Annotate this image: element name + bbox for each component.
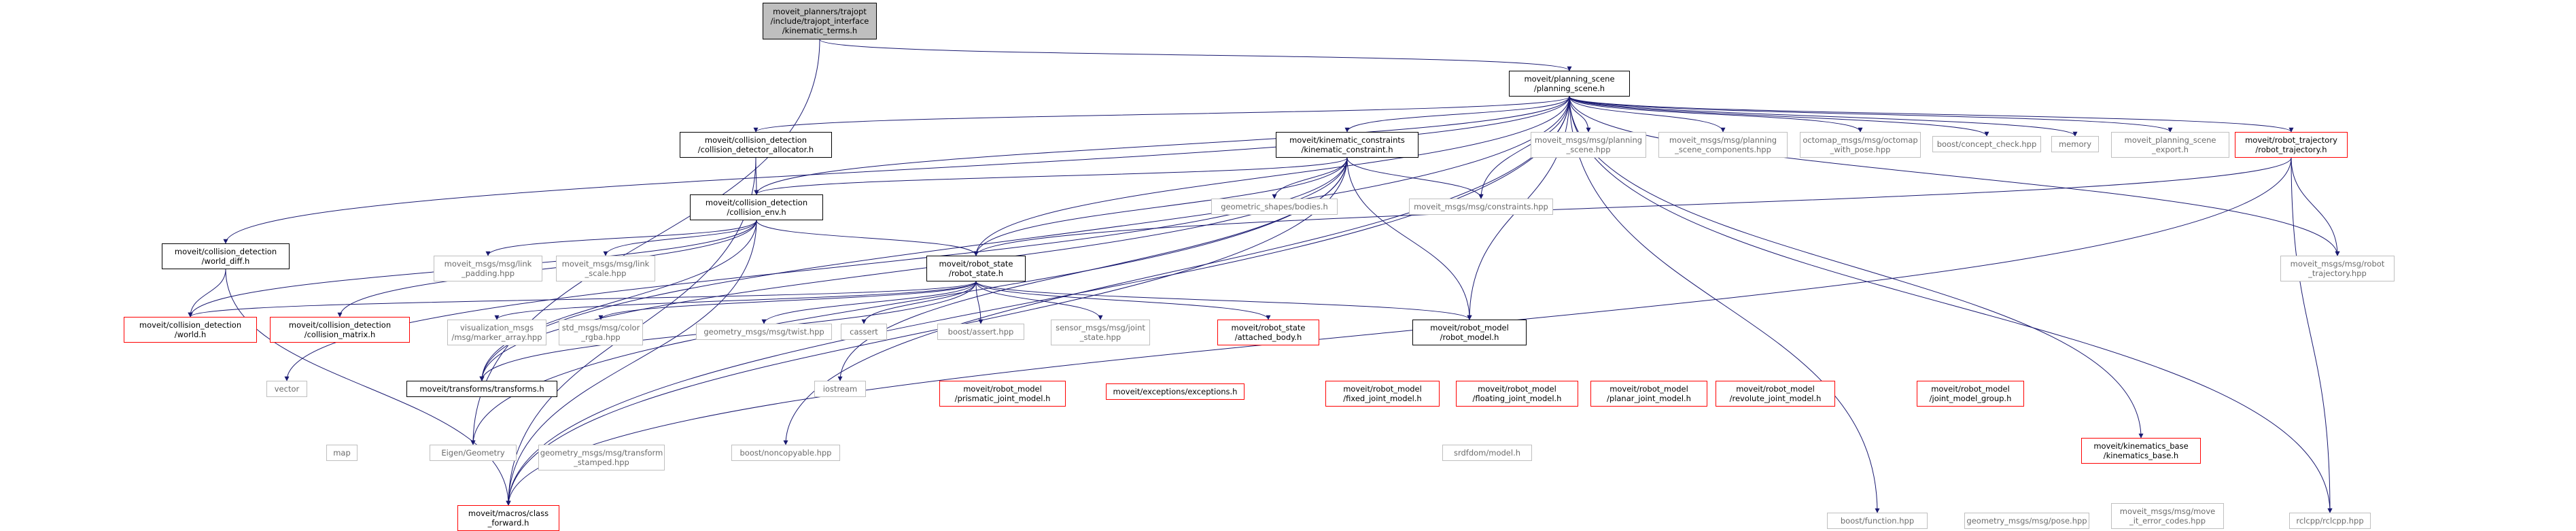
edge-robot-state-to-boost-assert [975, 281, 984, 324]
node-joint-state[interactable]: sensor_msgs/msg/joint _state.hpp [1051, 320, 1150, 345]
node-memory[interactable]: memory [2051, 136, 2099, 152]
node-constraints-hpp[interactable]: moveit_msgs/msg/constraints.hpp [1409, 199, 1553, 215]
edge-planning-scene-to-world-diff [223, 96, 1570, 244]
node-transform-stamped[interactable]: geometry_msgs/msg/transform _stamped.hpp [538, 445, 665, 470]
edge-robot-state-to-joint-state [975, 281, 1103, 320]
node-kinematics-base[interactable]: moveit/kinematics_base /kinematics_base.… [2081, 438, 2201, 464]
node-planning-scene-components[interactable]: moveit_msgs/msg/planning _scene_componen… [1658, 132, 1788, 158]
node-ps-export[interactable]: moveit_planning_scene _export.h [2111, 132, 2229, 158]
edge-collision-env-to-transforms [479, 220, 757, 381]
edge-robot-state-to-attached-body [975, 281, 1271, 320]
node-prismatic[interactable]: moveit/robot_model /prismatic_joint_mode… [939, 381, 1066, 407]
node-cassert[interactable]: cassert [841, 324, 887, 340]
edge-planning-scene-to-constraints-hpp [1478, 96, 1570, 199]
node-planning-scene-hpp[interactable]: moveit_msgs/msg/planning _scene.hpp [1531, 132, 1646, 158]
edge-robot-state-to-world [188, 281, 977, 318]
edge-robot-state-to-color-rgba [598, 281, 977, 320]
edge-collision-env-to-link-padding [485, 220, 757, 256]
node-map[interactable]: map [326, 445, 358, 461]
edge-robot-state-to-robot-model [975, 281, 1472, 320]
edge-collision-env-to-class-forward [506, 220, 757, 506]
edge-robot-state-to-twist [761, 281, 977, 324]
node-link-scale[interactable]: moveit_msgs/msg/link _scale.hpp [556, 256, 655, 281]
edge-planning-scene-to-concept-check [1569, 96, 1989, 137]
edge-planning-scene-to-robot-trajectory-hpp [1569, 96, 2340, 256]
node-marker-array[interactable]: visualization_msgs /msg/marker_array.hpp [447, 320, 546, 345]
edge-planning-scene-to-robot-state [973, 96, 1570, 256]
edge-planning-scene-to-octomap-with-pose [1569, 96, 1863, 133]
node-robot-model[interactable]: moveit/robot_model /robot_model.h [1412, 320, 1527, 345]
node-iostream[interactable]: iostream [814, 381, 866, 397]
node-pose[interactable]: geometry_msgs/msg/pose.hpp [1964, 513, 2089, 529]
edge-planning-scene-to-memory [1569, 96, 2078, 137]
edge-planning-scene-to-robot-trajectory [1569, 96, 2294, 133]
edge-planning-scene-to-noncopyable [783, 96, 1570, 445]
edge-planning-scene-to-ps-export [1569, 96, 2173, 133]
edge-kinematic-constraint-to-class-forward [506, 157, 1348, 506]
edge-collision-env-to-collision-matrix [337, 220, 757, 318]
edge-kinematic-constraint-to-bodies [1272, 157, 1348, 199]
node-cd-allocator[interactable]: moveit/collision_detection /collision_de… [680, 132, 832, 158]
edge-planning-scene-to-cd-allocator [753, 96, 1570, 133]
edge-world-diff-to-class-forward [225, 269, 511, 506]
node-world-diff[interactable]: moveit/collision_detection /world_diff.h [162, 243, 290, 269]
edge-kinematic-constraint-to-collision-env [754, 157, 1348, 195]
edge-planning-scene-to-kinematic-constraint [1344, 96, 1570, 133]
edge-robot-trajectory-to-rclcpp [2291, 157, 2333, 513]
node-kinematic-terms[interactable]: moveit_planners/trajopt /include/trajopt… [763, 3, 877, 39]
edge-planning-scene-to-boost-function [1569, 96, 1880, 513]
edge-kinematic-terms-to-planning-scene [819, 39, 1572, 71]
node-exceptions[interactable]: moveit/exceptions/exceptions.h [1106, 383, 1245, 400]
node-concept-check[interactable]: boost/concept_check.hpp [1932, 136, 2041, 152]
node-collision-matrix[interactable]: moveit/collision_detection /collision_ma… [270, 317, 410, 343]
node-boost-function[interactable]: boost/function.hpp [1827, 513, 1928, 529]
node-robot-trajectory-hpp[interactable]: moveit_msgs/msg/robot _trajectory.hpp [2280, 256, 2395, 281]
edge-kinematic-constraint-to-constraints-hpp [1346, 157, 1484, 199]
edge-robot-trajectory-to-robot-state [973, 157, 2292, 256]
node-collision-env[interactable]: moveit/collision_detection /collision_en… [690, 194, 823, 220]
edge-robot-state-to-cassert [861, 281, 977, 324]
node-planning-scene[interactable]: moveit/planning_scene /planning_scene.h [1509, 71, 1630, 97]
edge-kinematic-constraint-to-robot-state [973, 157, 1348, 256]
edge-planning-scene-to-planning-scene-components [1569, 96, 1726, 133]
node-robot-state[interactable]: moveit/robot_state /robot_state.h [926, 256, 1026, 281]
edge-kinematic-constraint-to-robot-model [1346, 157, 1472, 320]
node-attached-body[interactable]: moveit/robot_state /attached_body.h [1217, 320, 1319, 345]
edge-planning-scene-to-kinematics-base [1569, 96, 2144, 439]
node-twist[interactable]: geometry_msgs/msg/twist.hpp [696, 324, 832, 340]
node-boost-assert[interactable]: boost/assert.hpp [937, 324, 1024, 340]
node-eigen[interactable]: Eigen/Geometry [430, 445, 517, 461]
node-world[interactable]: moveit/collision_detection /world.h [124, 317, 257, 343]
node-rclcpp[interactable]: rclcpp/rclcpp.hpp [2289, 513, 2371, 529]
edge-planning-scene-to-transforms [479, 96, 1570, 381]
node-floating[interactable]: moveit/robot_model /floating_joint_model… [1456, 381, 1578, 407]
node-class-forward[interactable]: moveit/macros/class _forward.h [457, 505, 559, 531]
edge-world-diff-to-world [188, 269, 226, 318]
node-robot-trajectory[interactable]: moveit/robot_trajectory /robot_trajector… [2235, 132, 2348, 158]
node-srdf-model[interactable]: srdfdom/model.h [1442, 445, 1532, 461]
node-link-padding[interactable]: moveit_msgs/msg/link _padding.hpp [434, 256, 542, 281]
node-fixed[interactable]: moveit/robot_model /fixed_joint_model.h [1325, 381, 1440, 407]
node-transforms[interactable]: moveit/transforms/transforms.h [406, 381, 557, 397]
edge-planning-scene-to-rclcpp [1569, 96, 2333, 513]
node-vector[interactable]: vector [266, 381, 307, 397]
edge-collision-env-to-link-scale [603, 220, 757, 256]
edge-robot-trajectory-to-class-forward [506, 157, 2292, 506]
node-noncopyable[interactable]: boost/noncopyable.hpp [731, 445, 840, 461]
node-error-codes[interactable]: moveit_msgs/msg/move _it_error_codes.hpp [2111, 503, 2224, 529]
node-revolute[interactable]: moveit/robot_model /revolute_joint_model… [1716, 381, 1835, 407]
edge-planning-scene-to-collision-env [754, 96, 1570, 195]
node-color-rgba[interactable]: std_msgs/msg/color _rgba.hpp [559, 320, 643, 345]
node-joint-model-group[interactable]: moveit/robot_model /joint_model_group.h [1917, 381, 2024, 407]
node-bodies[interactable]: geometric_shapes/bodies.h [1211, 199, 1338, 215]
edge-robot-state-to-marker-array [494, 281, 977, 320]
node-octomap-with-pose[interactable]: octomap_msgs/msg/octomap _with_pose.hpp [1800, 132, 1921, 158]
edge-collision-env-to-robot-state [756, 220, 979, 256]
node-planar[interactable]: moveit/robot_model /planar_joint_model.h [1590, 381, 1707, 407]
node-kinematic-constraint[interactable]: moveit/kinematic_constraints /kinematic_… [1276, 132, 1418, 158]
edge-robot-trajectory-to-robot-trajectory-hpp [2291, 157, 2340, 256]
